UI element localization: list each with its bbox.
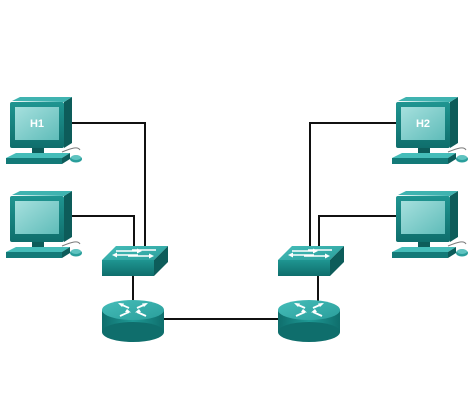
pc-label-h1: H1: [30, 118, 44, 130]
router-left[interactable]: [101, 299, 165, 343]
switch-left[interactable]: [101, 245, 169, 277]
link-pc4-switch-right: [318, 215, 402, 250]
pc-top-right[interactable]: H2: [391, 96, 469, 165]
switch-right[interactable]: [277, 245, 345, 277]
link-pc2-switch-left: [66, 215, 135, 250]
cable-links: [66, 122, 402, 320]
link-h2-switch-right: [309, 122, 402, 250]
pc-label-h2: H2: [416, 118, 430, 130]
pc-bottom-right[interactable]: [391, 190, 469, 259]
router-right[interactable]: [277, 299, 341, 343]
pc-top-left[interactable]: H1: [5, 96, 83, 165]
link-h1-switch-left: [66, 122, 146, 250]
pc-bottom-left[interactable]: [5, 190, 83, 259]
